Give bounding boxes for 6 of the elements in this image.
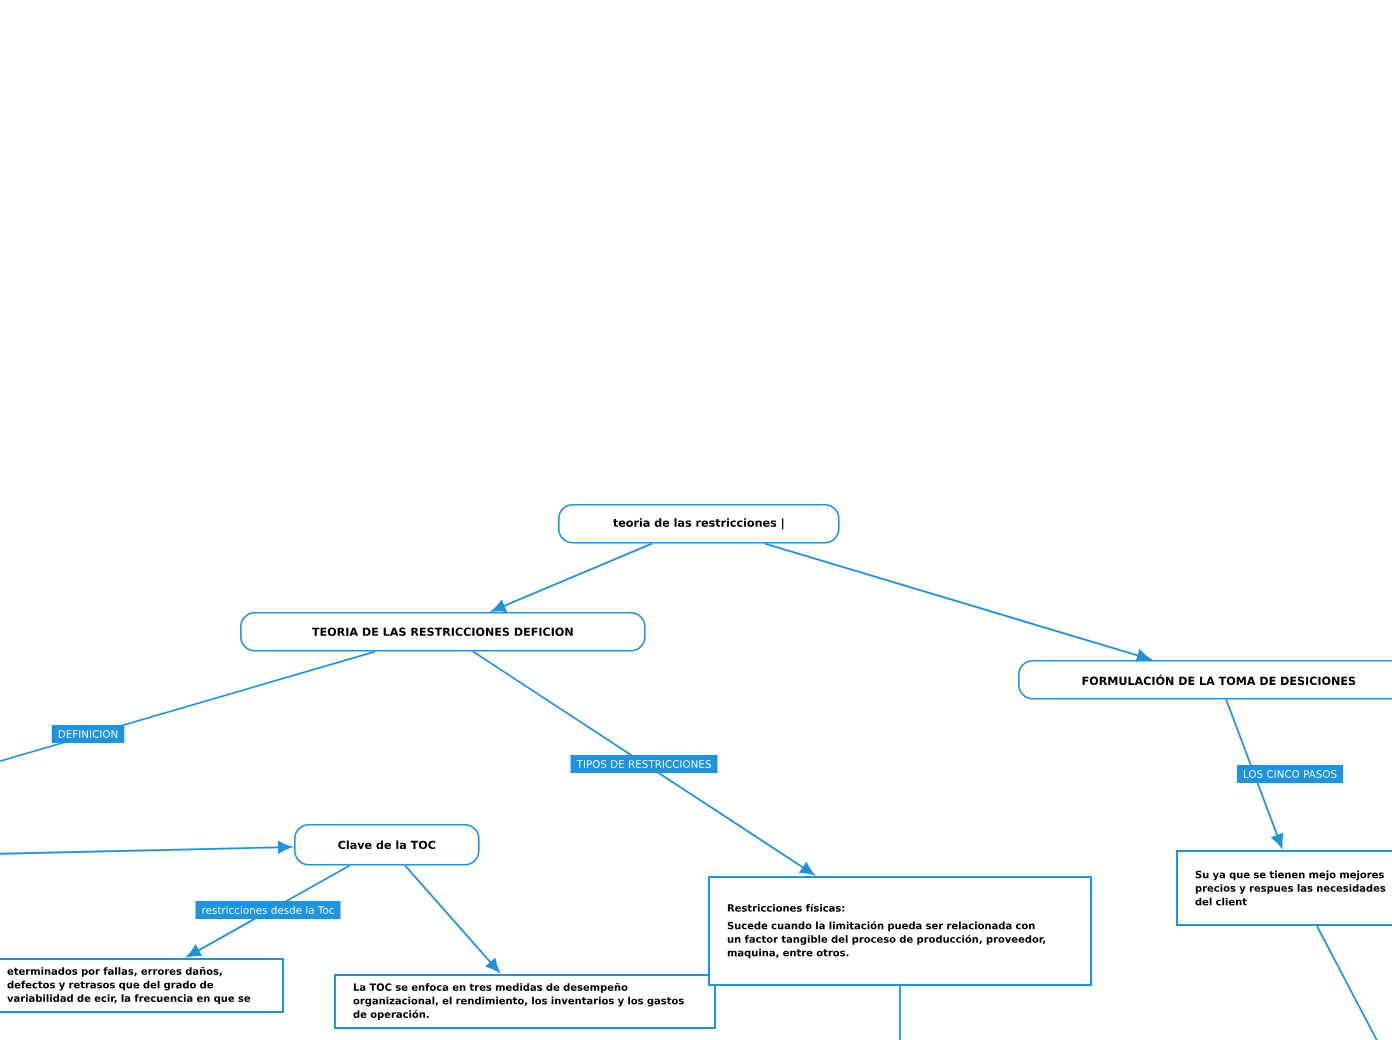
arrow	[1225, 698, 1284, 848]
arrow	[491, 542, 653, 612]
arrow	[404, 864, 500, 973]
arrow	[763, 542, 1151, 662]
arrow	[472, 650, 815, 876]
arrow	[0, 841, 292, 855]
